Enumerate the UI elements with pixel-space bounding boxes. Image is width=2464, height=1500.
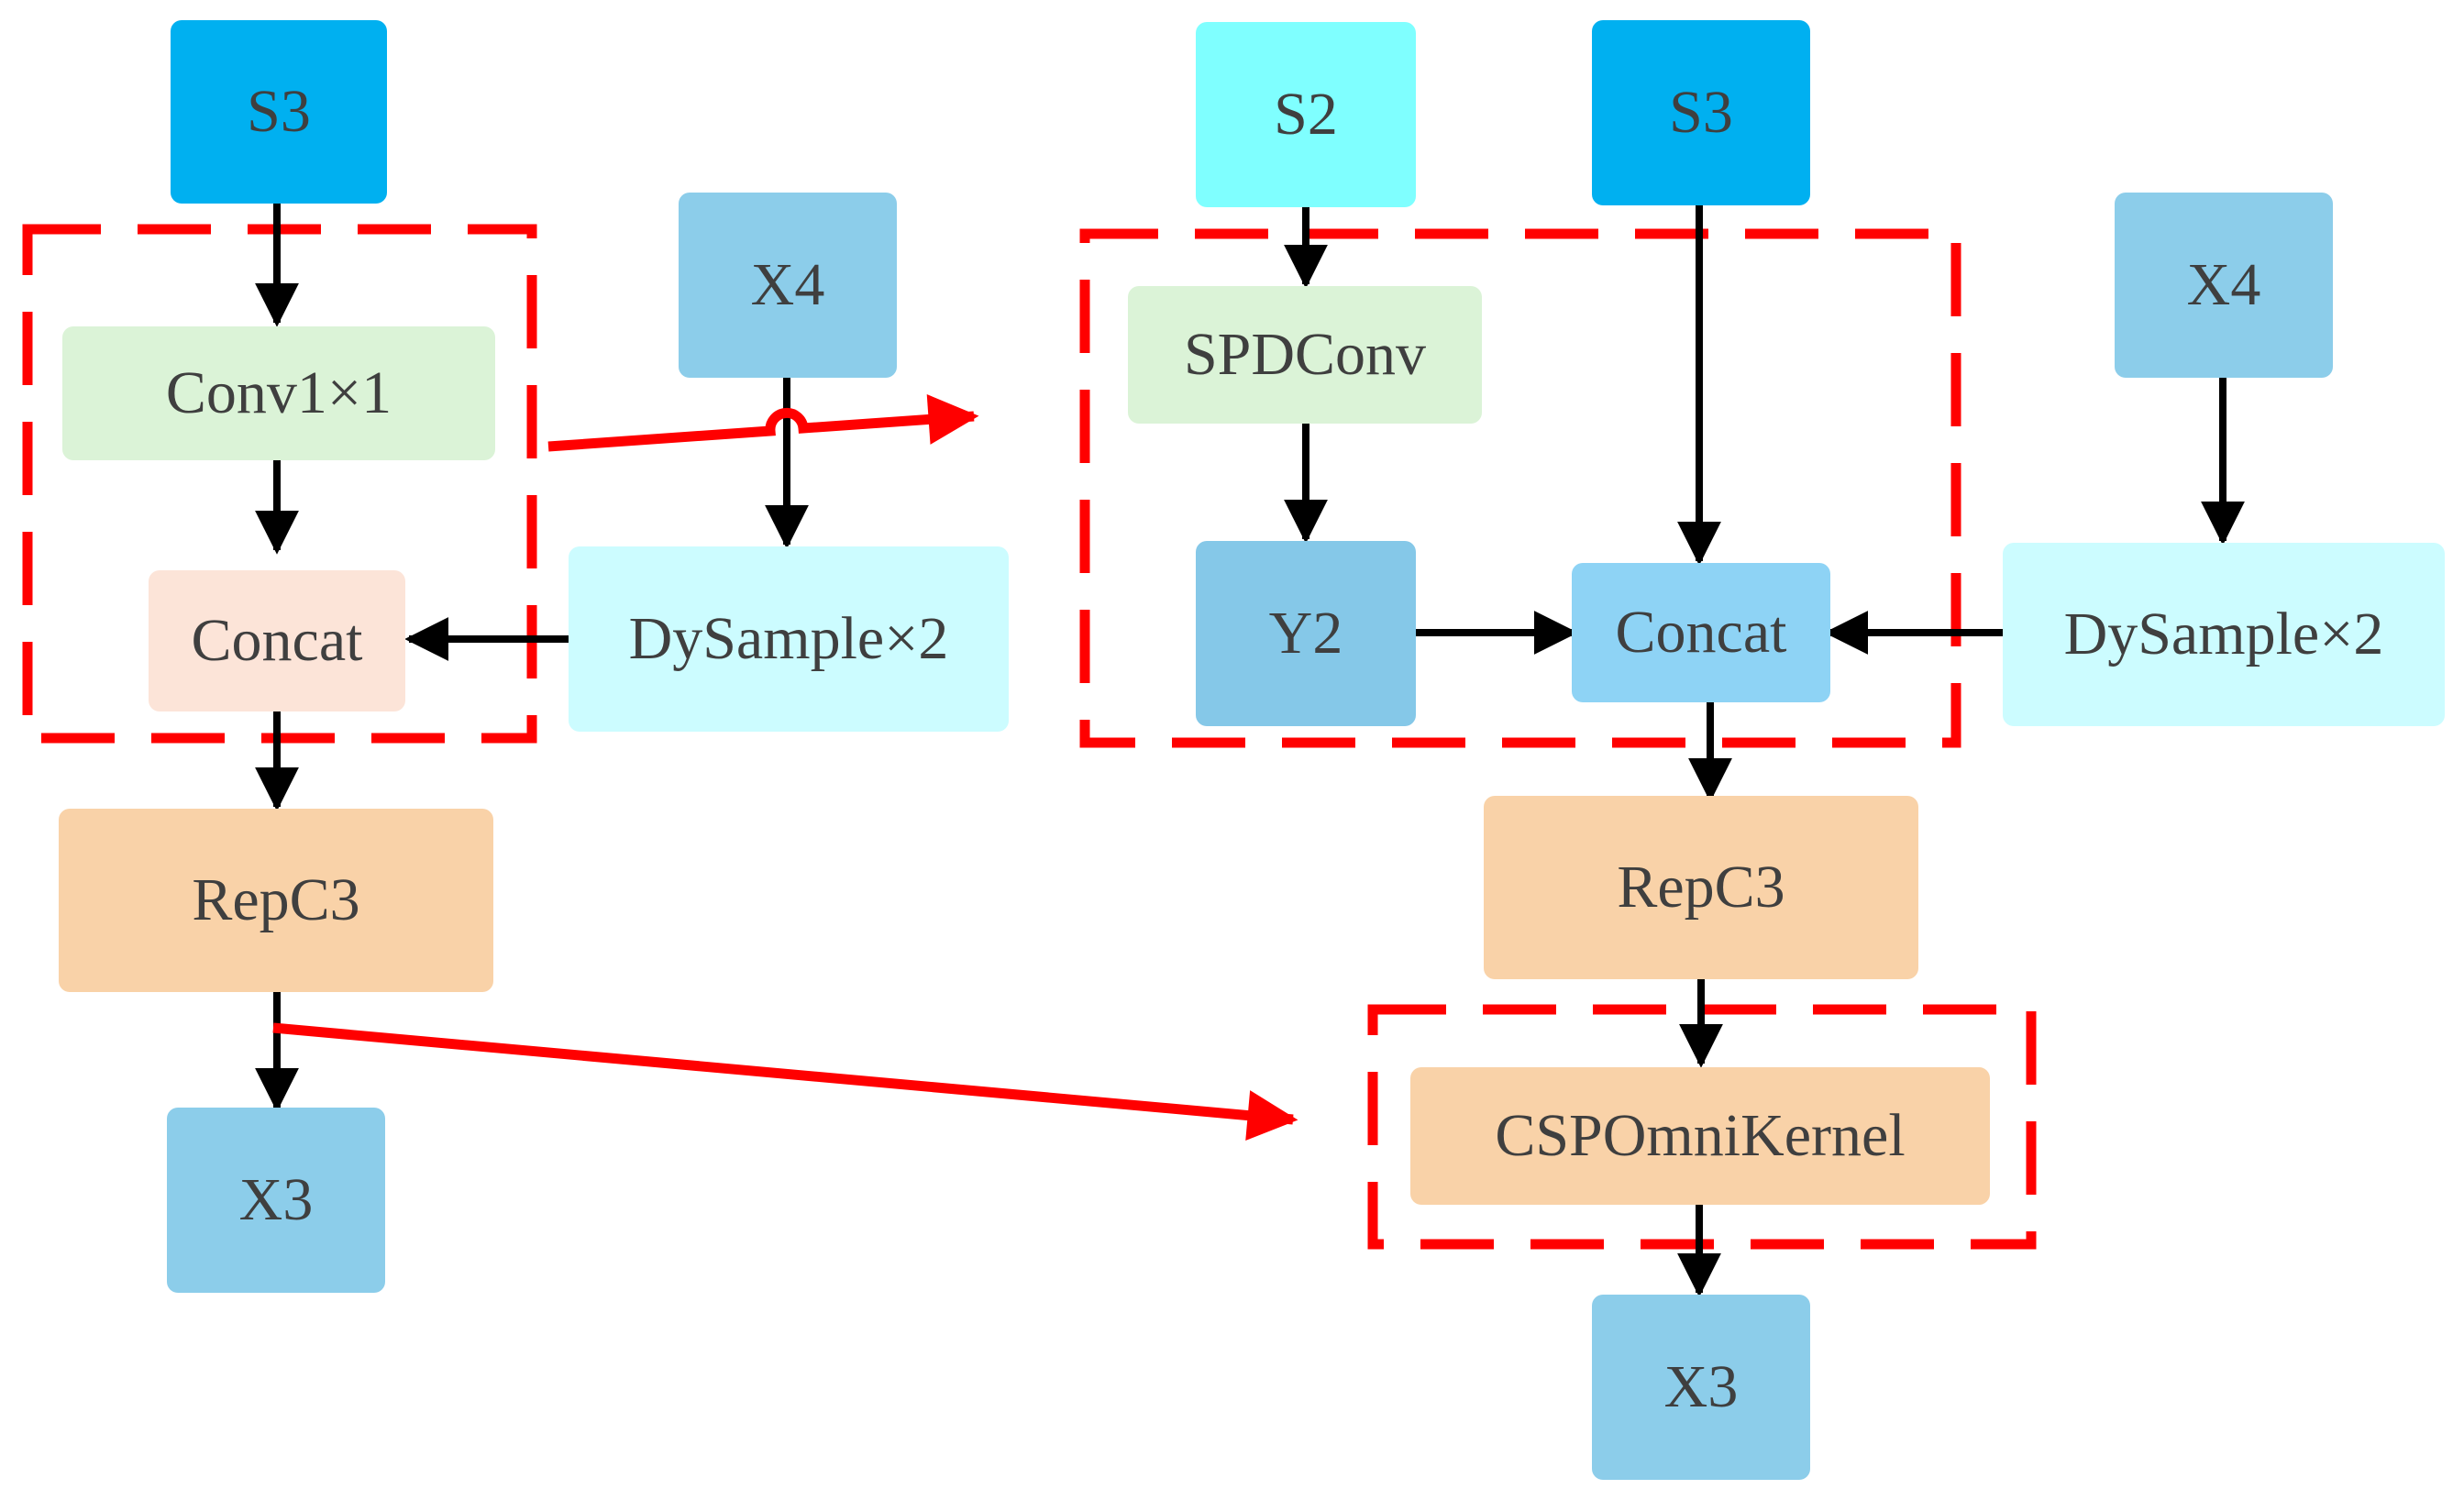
replace-arrow-conv-to-spdconv	[547, 394, 979, 452]
x3-node-right: X3	[1592, 1295, 1810, 1480]
x4-node-left: X4	[679, 193, 897, 378]
concat-node-right: Concat	[1572, 563, 1830, 702]
x3-node-left: X3	[167, 1108, 385, 1293]
dysample-node-left: DySample×2	[569, 546, 1009, 732]
x4-node-right: X4	[2115, 193, 2333, 378]
y2-node: Y2	[1196, 541, 1416, 726]
replace-arrow-repc3-to-csp	[272, 1022, 1298, 1141]
s3-node-left: S3	[171, 20, 387, 204]
highlight-region-right-top	[1079, 228, 1961, 748]
spdconv-node: SPDConv	[1128, 286, 1482, 424]
conv1x1-node: Conv1×1	[62, 326, 495, 460]
repc3-node-left: RepC3	[59, 809, 493, 992]
cspomnikernel-node: CSPOmniKernel	[1410, 1067, 1990, 1205]
dysample-node-right: DySample×2	[2003, 543, 2445, 726]
concat-node-left: Concat	[149, 570, 405, 711]
s2-node: S2	[1196, 22, 1416, 207]
repc3-node-right: RepC3	[1484, 796, 1918, 979]
s3-node-right: S3	[1592, 20, 1810, 205]
